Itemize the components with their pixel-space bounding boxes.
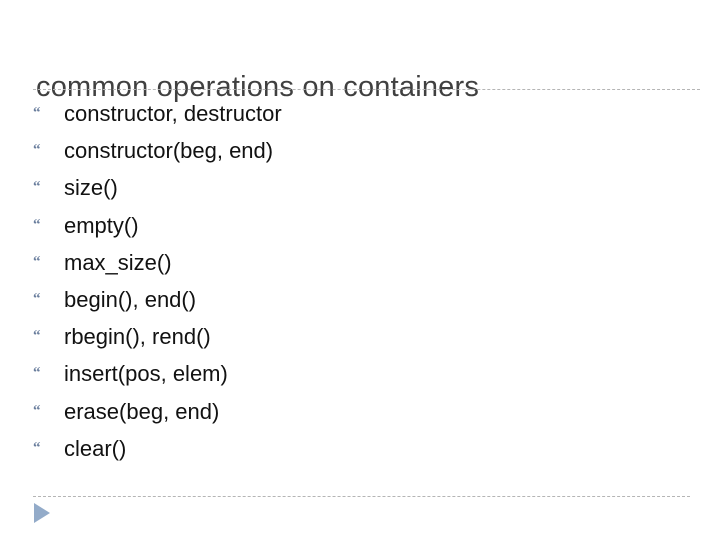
quote-bullet-icon: “ <box>33 365 41 382</box>
quote-bullet-icon: “ <box>33 253 41 270</box>
list-item-label: insert(pos, elem) <box>64 361 228 387</box>
list-item[interactable]: “ size() <box>33 175 693 212</box>
quote-bullet-icon: “ <box>33 439 41 456</box>
list-item[interactable]: “ constructor, destructor <box>33 101 693 138</box>
list-item[interactable]: “ begin(), end() <box>33 287 693 324</box>
list-item-label: size() <box>64 175 118 201</box>
list-item[interactable]: “ insert(pos, elem) <box>33 361 693 398</box>
list-item-label: max_size() <box>64 249 172 275</box>
list-item[interactable]: “ empty() <box>33 213 693 250</box>
list-item[interactable]: “ rbegin(), rend() <box>33 324 693 361</box>
list-item-label: empty() <box>64 212 139 238</box>
list-item[interactable]: “ constructor(beg, end) <box>33 138 693 175</box>
quote-bullet-icon: “ <box>33 216 41 233</box>
dashed-separator-bottom <box>33 496 690 497</box>
page-title: common operations on containers <box>36 71 480 104</box>
quote-bullet-icon: “ <box>33 402 41 419</box>
list-item-label: erase(beg, end) <box>64 398 220 424</box>
list-item-label: rbegin(), rend() <box>64 324 211 350</box>
quote-bullet-icon: “ <box>33 142 41 159</box>
list-item-label: constructor(beg, end) <box>64 138 274 164</box>
quote-bullet-icon: “ <box>33 105 41 121</box>
play-triangle-icon[interactable] <box>34 503 50 523</box>
quote-bullet-icon: “ <box>33 328 41 345</box>
quote-bullet-icon: “ <box>33 290 41 307</box>
list-item[interactable]: “ clear() <box>33 436 693 473</box>
list-item-label: clear() <box>64 435 127 461</box>
quote-bullet-icon: “ <box>33 179 41 196</box>
list-item-label: constructor, destructor <box>64 101 282 126</box>
list-item-label: begin(), end() <box>64 286 197 312</box>
list-item[interactable]: “ erase(beg, end) <box>33 399 693 436</box>
bullet-list: “ constructor, destructor “ constructor(… <box>33 101 693 473</box>
dashed-separator-top <box>33 89 700 90</box>
list-item[interactable]: “ max_size() <box>33 250 693 287</box>
